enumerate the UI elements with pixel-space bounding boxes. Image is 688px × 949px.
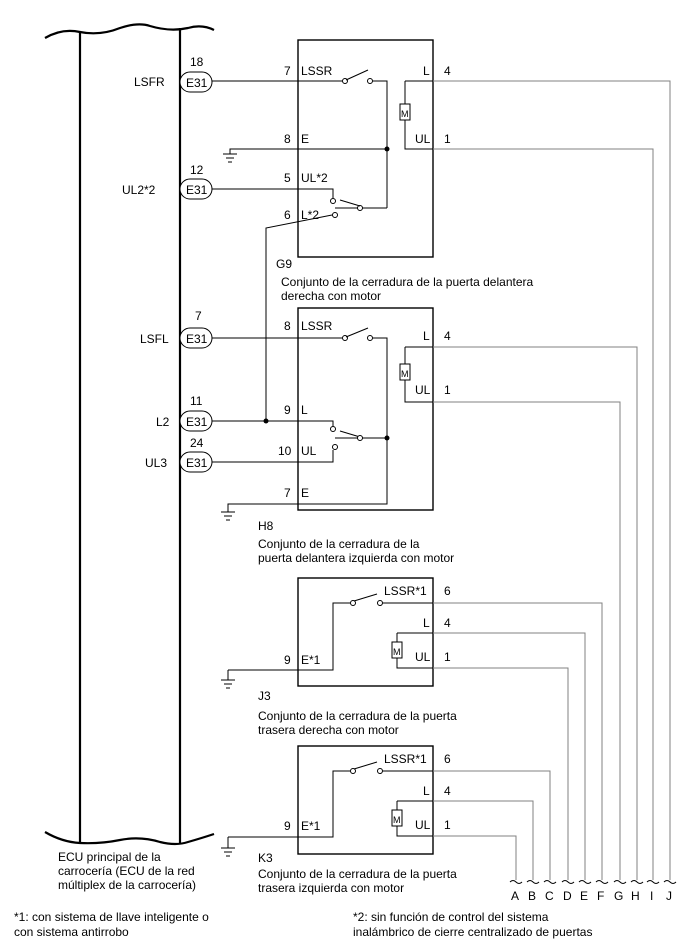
j3-code: J3 xyxy=(258,689,271,703)
footnote-2: *2: sin función de control del sistema i… xyxy=(353,910,592,939)
svg-text:L: L xyxy=(301,403,308,417)
ecu-block xyxy=(44,23,215,846)
ecu-label: ECU principal de la carrocería (ECU de l… xyxy=(58,850,198,892)
bus-label: A xyxy=(511,889,519,903)
svg-text:UL: UL xyxy=(415,383,431,397)
svg-text:7: 7 xyxy=(284,64,291,78)
svg-text:1: 1 xyxy=(444,383,451,397)
ecu-pin-number: 12 xyxy=(190,163,204,177)
h8-assembly: 8 LSSR 9 L 10 UL 7 E L 4 UL 1 M xyxy=(212,307,454,565)
svg-text:1: 1 xyxy=(444,132,451,146)
ecu-pin-lsfl: 7 LSFL E31 xyxy=(140,309,213,349)
bus-label: C xyxy=(545,889,554,903)
svg-text:M: M xyxy=(401,369,409,379)
svg-text:8: 8 xyxy=(284,319,291,333)
svg-text:10: 10 xyxy=(278,444,292,458)
svg-text:5: 5 xyxy=(284,171,291,185)
h8-code: H8 xyxy=(258,519,274,533)
svg-text:E: E xyxy=(301,132,309,146)
h8-box xyxy=(297,307,434,511)
svg-text:LSSR: LSSR xyxy=(301,319,333,333)
ecu-signal-label: L2 xyxy=(156,415,170,429)
j3-box xyxy=(297,577,434,687)
connector-label: E31 xyxy=(186,183,208,197)
svg-text:UL: UL xyxy=(415,650,431,664)
bus-label: I xyxy=(650,889,653,903)
svg-text:UL: UL xyxy=(415,132,431,146)
svg-text:M: M xyxy=(401,109,409,119)
svg-text:4: 4 xyxy=(444,64,451,78)
bus-wires xyxy=(433,80,677,884)
svg-text:1: 1 xyxy=(444,650,451,664)
ecu-pin-number: 11 xyxy=(190,394,203,408)
svg-text:LSSR: LSSR xyxy=(301,64,333,78)
svg-text:UL: UL xyxy=(415,818,431,832)
k3-title: Conjunto de la cerradura de la puerta tr… xyxy=(258,867,460,895)
bus-label: D xyxy=(563,889,572,903)
ecu-pin-lsfr: 18 LSFR E31 xyxy=(134,55,213,93)
connector-label: E31 xyxy=(186,415,208,429)
ecu-signal-label: LSFR xyxy=(134,75,165,89)
svg-text:9: 9 xyxy=(284,403,291,417)
svg-text:L: L xyxy=(423,616,430,630)
g9-assembly: 7 LSSR 8 E 5 UL*2 6 L*2 L 4 UL 1 M G9 xyxy=(212,39,537,421)
connector-e31 xyxy=(179,71,213,93)
connector-label: E31 xyxy=(186,76,208,90)
j3-title: Conjunto de la cerradura de la puerta tr… xyxy=(258,709,460,737)
ecu-signal-label: UL2*2 xyxy=(122,183,156,197)
connector-label: E31 xyxy=(186,456,208,470)
svg-text:8: 8 xyxy=(284,132,291,146)
svg-text:E*1: E*1 xyxy=(301,653,321,667)
svg-text:L: L xyxy=(423,64,430,78)
ecu-pin-number: 18 xyxy=(190,55,204,69)
j3-assembly: LSSR*1 6 L 4 UL 1 9 E*1 M J3 Conjunto de… xyxy=(221,577,460,737)
bus-label: G xyxy=(614,889,623,903)
svg-text:9: 9 xyxy=(284,819,291,833)
svg-text:4: 4 xyxy=(444,784,451,798)
footnote-1: *1: con sistema de llave inteligente o c… xyxy=(14,910,212,939)
svg-text:L: L xyxy=(423,329,430,343)
svg-text:E: E xyxy=(301,486,309,500)
bus-label: E xyxy=(580,889,588,903)
connector-label: E31 xyxy=(186,332,208,346)
svg-text:M: M xyxy=(393,647,401,657)
svg-text:6: 6 xyxy=(284,208,291,222)
bus-label: H xyxy=(631,889,640,903)
svg-text:L*2: L*2 xyxy=(301,208,319,222)
svg-text:7: 7 xyxy=(284,486,291,500)
k3-code: K3 xyxy=(258,851,273,865)
svg-text:LSSR*1: LSSR*1 xyxy=(384,752,427,766)
ecu-signal-label: UL3 xyxy=(145,456,167,470)
svg-text:UL: UL xyxy=(301,444,317,458)
svg-text:M: M xyxy=(393,815,401,825)
svg-text:LSSR*1: LSSR*1 xyxy=(384,584,427,598)
bus-label: F xyxy=(597,889,604,903)
ecu-pin-l2: 11 L2 E31 xyxy=(156,394,213,432)
svg-text:6: 6 xyxy=(444,584,451,598)
ecu-pin-number: 24 xyxy=(190,436,204,450)
ecu-signal-label: LSFL xyxy=(140,332,169,346)
g9-title: Conjunto de la cerradura de la puerta de… xyxy=(281,275,537,303)
h8-title: Conjunto de la cerradura de la puerta de… xyxy=(258,537,454,565)
svg-text:1: 1 xyxy=(444,818,451,832)
ecu-pin-number: 7 xyxy=(195,309,202,323)
bus-label: J xyxy=(666,889,672,903)
bus-label: B xyxy=(528,889,536,903)
svg-text:E*1: E*1 xyxy=(301,819,321,833)
svg-text:9: 9 xyxy=(284,653,291,667)
g9-code: G9 xyxy=(276,257,292,271)
svg-text:4: 4 xyxy=(444,329,451,343)
bus-labels: A B C D E F G H I J xyxy=(511,889,672,903)
k3-box xyxy=(297,745,434,855)
svg-text:L: L xyxy=(423,784,430,798)
svg-text:4: 4 xyxy=(444,616,451,630)
svg-text:6: 6 xyxy=(444,752,451,766)
k3-assembly: LSSR*1 6 L 4 UL 1 9 E*1 M K3 Conjunto de… xyxy=(221,745,460,895)
ecu-pin-ul2: 12 UL2*2 E31 xyxy=(122,163,213,200)
ecu-pin-ul3: 24 UL3 E31 xyxy=(145,436,213,473)
svg-text:UL*2: UL*2 xyxy=(301,171,328,185)
